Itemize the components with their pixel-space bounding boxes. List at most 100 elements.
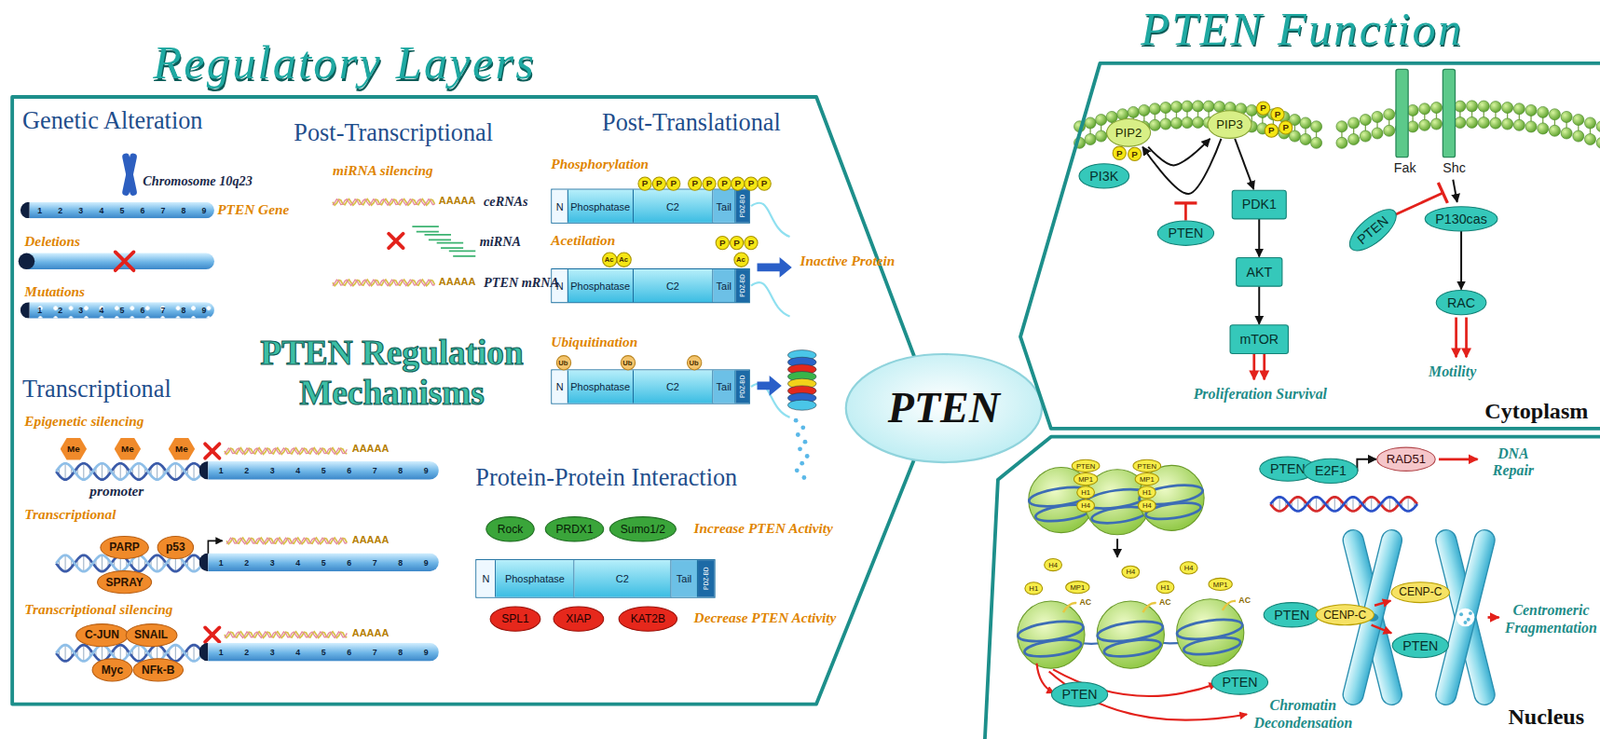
lipid-head <box>1311 136 1323 149</box>
node-text: P <box>1259 103 1267 113</box>
chromosome-arm <box>1434 527 1498 707</box>
domain-segment: Phosphatase <box>568 190 633 223</box>
mrna-strand <box>224 448 347 455</box>
inhibition-bar <box>1174 201 1197 205</box>
fragment <box>1468 611 1473 616</box>
panel-border <box>12 96 918 705</box>
dna-wrap <box>1034 502 1092 525</box>
exon-number: 8 <box>180 205 186 216</box>
node-text: P <box>761 178 768 189</box>
exon-number: 7 <box>160 305 165 315</box>
arrow <box>1488 615 1500 619</box>
lipid-head <box>1490 101 1502 113</box>
lipid-head <box>1192 100 1204 112</box>
dna-rung <box>1315 496 1317 511</box>
label: Fak <box>1394 160 1417 176</box>
exon-number: 5 <box>321 465 327 476</box>
label: AAAAA <box>352 533 390 546</box>
protein-bar: NPhosphataseC2TailPDZ-BD <box>550 369 751 404</box>
chromosome-arm <box>1434 527 1498 707</box>
peptide <box>801 475 807 480</box>
panel-heading: Regulatory Layers <box>152 35 536 90</box>
node-text: MP1 <box>1078 475 1094 483</box>
lipid-head <box>1560 110 1573 123</box>
protein-oval: PI3K <box>1078 163 1130 189</box>
label: Proliferation Survival <box>1189 385 1332 403</box>
activator-oval: Sumo1/2 <box>609 516 677 542</box>
exon-number: 8 <box>397 647 403 657</box>
peptide <box>793 418 799 424</box>
node-text: PARP <box>109 541 140 553</box>
arrow <box>751 282 791 316</box>
exon-number: 6 <box>346 465 352 476</box>
phospho-circle: P <box>729 235 744 250</box>
inhibition-line <box>1184 203 1188 221</box>
domain-segment: C2 <box>632 369 713 403</box>
arrow <box>1454 317 1458 358</box>
dna-rung <box>1352 496 1354 511</box>
exon-number: 9 <box>423 647 429 657</box>
node-text: PTEN <box>1273 607 1310 621</box>
arrow <box>1037 663 1055 694</box>
lipid-head <box>1560 127 1573 139</box>
nucleosome <box>1096 601 1164 669</box>
label: Protein-Protein Interaction <box>475 464 738 493</box>
label: Shc <box>1442 160 1466 176</box>
lipid-head <box>1596 136 1600 149</box>
label: Mutations <box>24 283 85 301</box>
factor-oval: Myc <box>92 657 133 682</box>
lipid-head <box>1454 117 1466 129</box>
lipid-head <box>1490 117 1502 129</box>
node-text: CENP-C <box>1323 608 1367 620</box>
node-text: RAD51 <box>1386 452 1426 465</box>
phospho-circle: P <box>1127 147 1142 162</box>
dna-rung <box>193 555 195 573</box>
connector <box>1258 286 1260 325</box>
node-text: P <box>1274 109 1282 120</box>
exon-number: 1 <box>218 557 224 567</box>
lipid-head <box>1407 104 1419 116</box>
lipid-head <box>1466 100 1478 112</box>
lipid-head <box>1477 100 1490 112</box>
lipid-head <box>1477 117 1490 129</box>
lipid-head <box>1095 130 1108 142</box>
lipid-head <box>1419 103 1431 115</box>
phospho-circle: P <box>743 176 758 191</box>
dna-rung <box>1408 496 1409 511</box>
arrow <box>1252 353 1256 380</box>
dna-wrap <box>1182 634 1242 657</box>
lipid-head <box>1160 118 1172 130</box>
phospho-circle: P <box>757 176 772 191</box>
factor-oval: SPRAY <box>96 570 153 594</box>
panel-heading: Nucleus <box>1507 704 1585 731</box>
dna-rung <box>193 644 195 662</box>
exon-number: 3 <box>78 305 83 315</box>
domain-segment: N <box>551 190 569 223</box>
arrow <box>1142 602 1156 613</box>
cenp-oval: CENP-C <box>1314 603 1375 626</box>
connector <box>1460 231 1463 289</box>
dna-rung <box>120 463 122 480</box>
lipid-head <box>1348 117 1360 129</box>
label: Post-Translational <box>601 109 781 137</box>
lipid-head <box>1084 133 1096 145</box>
node-text: CENP-C <box>1398 586 1442 598</box>
lipid-head <box>1299 117 1312 129</box>
peptide <box>805 453 810 459</box>
node-text: P <box>670 178 677 189</box>
domain-segment: Tail <box>712 269 736 302</box>
label: Epigenetic silencing <box>24 412 144 430</box>
dna-rung <box>1297 496 1299 511</box>
lipid-head <box>1359 130 1371 142</box>
nucleosome <box>1017 601 1085 669</box>
node-text: H4 <box>1142 501 1152 509</box>
node-text: Sumo1/2 <box>620 522 666 534</box>
histone-tag: MP1 <box>1073 471 1099 485</box>
domain-segment: C2 <box>632 190 713 223</box>
acetyl-circle: Ac <box>615 251 631 267</box>
node-text: H1 <box>1080 488 1091 496</box>
dna-rung <box>156 463 158 480</box>
node-text: MP1 <box>1139 475 1155 483</box>
node-text: PDK1 <box>1242 197 1277 211</box>
dna-rung <box>82 644 84 662</box>
